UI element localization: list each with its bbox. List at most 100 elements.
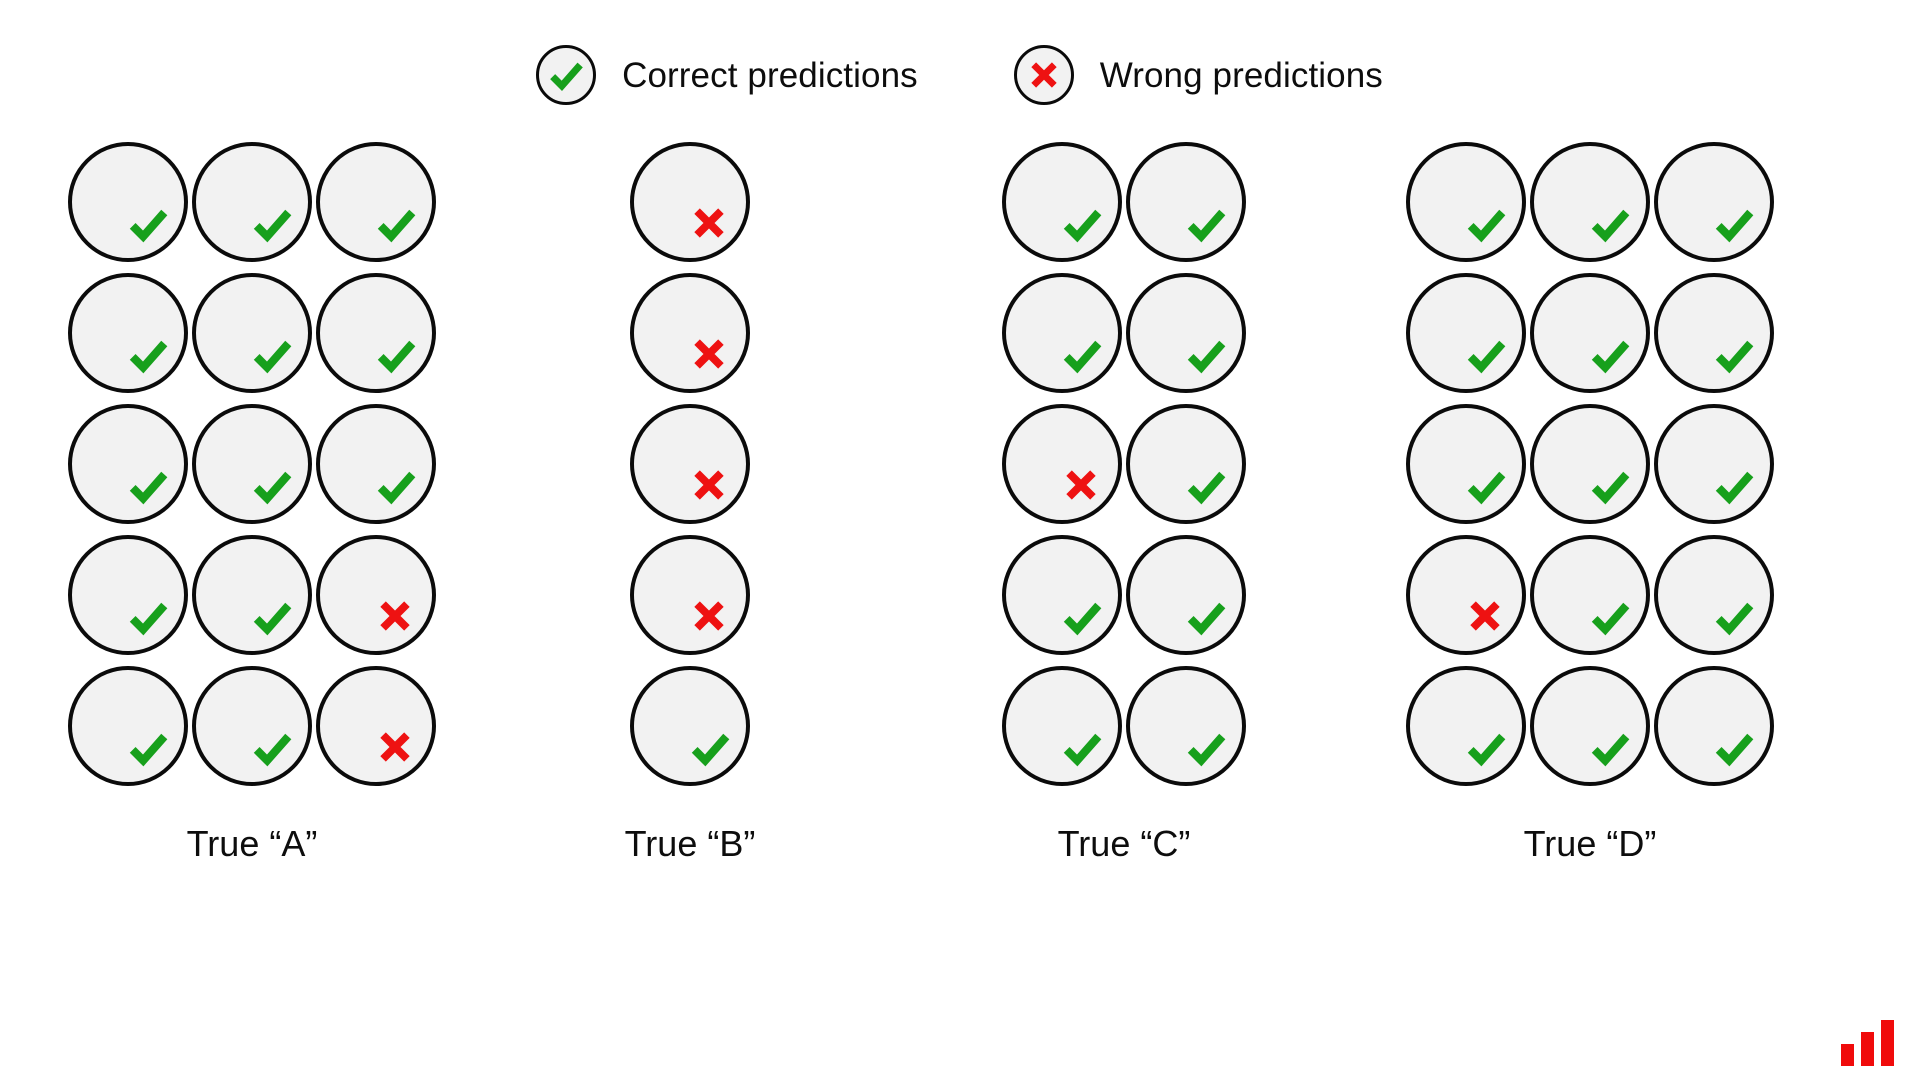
check-icon [1183,725,1229,771]
bubble-wrong [630,272,750,393]
check-icon [1463,463,1509,509]
bubble-cell [190,529,314,660]
check-icon [1463,725,1509,771]
check-icon [1587,332,1633,378]
bubble-correct [192,272,312,393]
bubble-wrong [316,665,436,786]
check-icon [125,332,171,378]
bubble-cell [1528,136,1652,267]
bubble-cell [190,136,314,267]
cross-icon [687,332,733,378]
logo-bar-3 [1881,1020,1894,1066]
bubble-correct [1406,272,1526,393]
check-icon [249,725,295,771]
check-icon [687,725,733,771]
cross-icon [373,594,419,640]
check-icon [1711,201,1757,247]
bubble-correct [1126,272,1246,393]
bubble-cell [66,398,190,529]
bubble-correct [1530,403,1650,524]
bubble-cell [1000,398,1124,529]
check-icon [373,332,419,378]
bubble-cell [628,267,752,398]
cross-icon [1463,594,1509,640]
bubble-correct [192,141,312,262]
bubble-cell [190,267,314,398]
bubble-cell [628,660,752,791]
bubble-grid [1404,136,1776,791]
check-icon [1059,201,1105,247]
bubble-wrong [1002,403,1122,524]
check-icon [1059,594,1105,640]
bubble-cell [1124,529,1248,660]
legend-label: Correct predictions [622,55,918,95]
bubble-correct [1654,272,1774,393]
bubble-correct [1406,403,1526,524]
bubble-correct [316,272,436,393]
bubble-grid [66,136,438,791]
bubble-correct [1406,141,1526,262]
check-icon [1183,332,1229,378]
bubble-cell [1000,529,1124,660]
bubble-cell [1404,529,1528,660]
bubble-cell [628,136,752,267]
bubble-correct [1126,534,1246,655]
bubble-correct [1002,534,1122,655]
legend-item-correct: Correct predictions [536,45,918,105]
bubble-correct [316,403,436,524]
check-icon [1711,332,1757,378]
check-icon [249,463,295,509]
logo-bar-2 [1861,1032,1874,1066]
bubble-correct [1002,272,1122,393]
bubble-cell [190,398,314,529]
legend-label: Wrong predictions [1099,55,1383,95]
bubble-cell [314,136,438,267]
check-icon [1587,594,1633,640]
bubble-cell [314,398,438,529]
check-icon [249,594,295,640]
check-icon [1059,332,1105,378]
bubble-correct [68,665,188,786]
group-caption: True “A” [186,823,318,864]
bubble-correct [1530,141,1650,262]
bubble-correct [1530,272,1650,393]
legend-item-wrong: Wrong predictions [1013,45,1383,105]
bar-chart-logo [1841,1018,1897,1066]
bubble-cell [314,660,438,791]
check-icon [1183,594,1229,640]
check-icon [373,463,419,509]
bubble-cell [1404,136,1528,267]
bubble-cell [1404,660,1528,791]
check-icon [249,332,295,378]
check-icon [1711,725,1757,771]
bubble-correct [1654,534,1774,655]
bubble-correct [1406,665,1526,786]
bubble-cell [1528,267,1652,398]
bubble-wrong [630,141,750,262]
cross-icon [1059,463,1105,509]
check-icon [1463,201,1509,247]
check-icon [1587,463,1633,509]
bubble-cell [628,398,752,529]
check-icon [1711,463,1757,509]
bubble-grid [1000,136,1248,791]
bubble-group-truea [66,136,438,791]
bubble-correct [1126,665,1246,786]
bubble-group-trued [1404,136,1776,791]
check-icon [1463,332,1509,378]
bubble-correct [68,534,188,655]
bubble-cell [1528,398,1652,529]
bubble-cell [1000,136,1124,267]
bubble-cell [1652,529,1776,660]
bubble-cell [628,529,752,660]
bubble-correct [1654,141,1774,262]
bubble-cell [1652,267,1776,398]
bubble-group-trueb [628,136,752,791]
group-caption: True “C” [1057,823,1191,864]
bubble-group-truec [1000,136,1248,791]
bubble-correct [68,272,188,393]
bubble-correct [1126,141,1246,262]
cross-icon [687,594,733,640]
check-circle-icon [536,45,597,105]
